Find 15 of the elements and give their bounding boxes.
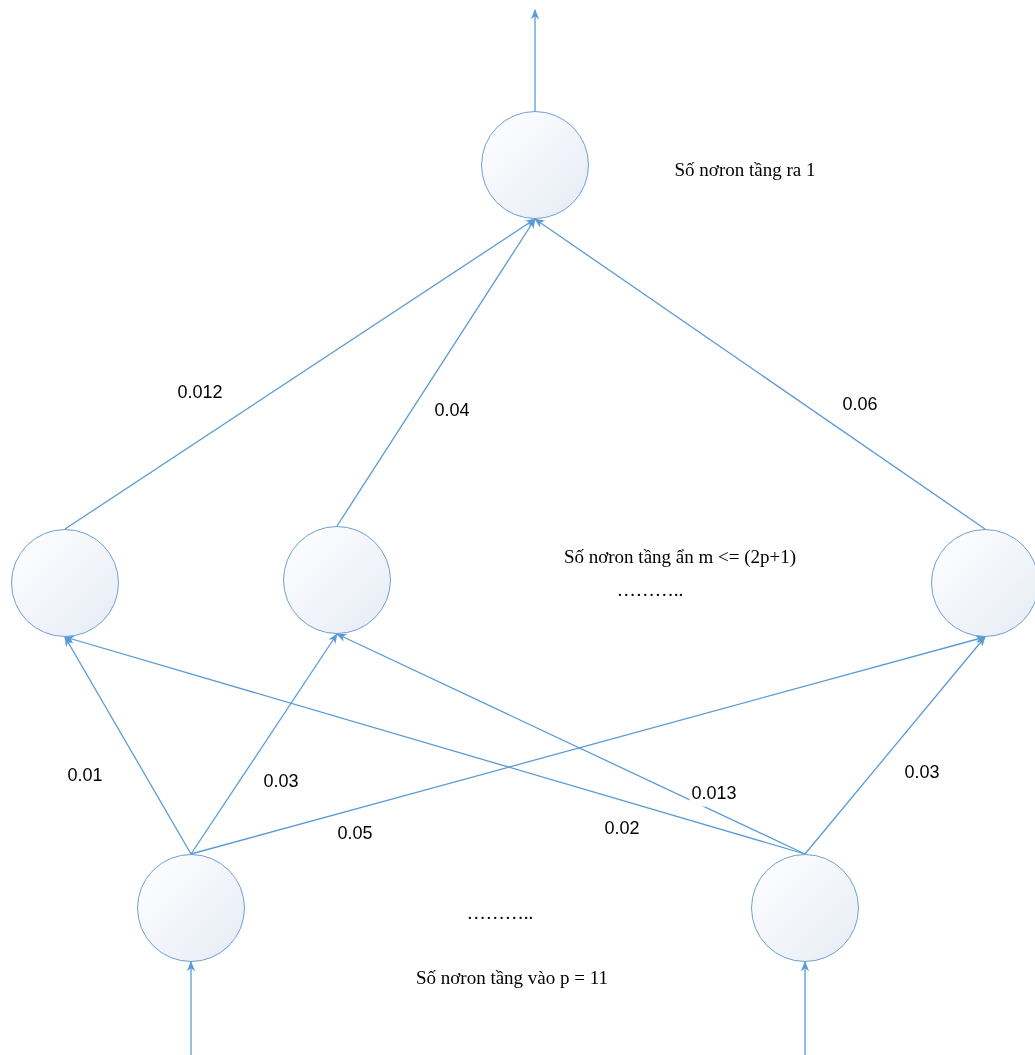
ellipsis-dots: ………..: [466, 900, 534, 925]
layer-caption: Số nơron tầng ra 1: [674, 157, 816, 182]
arrow: [190, 633, 338, 855]
arrow: [534, 218, 986, 530]
arrow: [800, 960, 810, 1055]
arrow: [804, 636, 986, 855]
layer-caption: Số nơron tầng ẩn m <= (2p+1): [563, 544, 797, 569]
ellipsis-dots: ………..: [616, 577, 684, 602]
arrow: [336, 218, 536, 527]
arrow: [186, 960, 196, 1055]
layer-caption: Số nơron tầng vào p = 11: [415, 965, 609, 990]
arrow: [64, 636, 192, 855]
arrow: [336, 633, 806, 855]
arrow: [530, 8, 540, 112]
arrow: [64, 218, 536, 530]
